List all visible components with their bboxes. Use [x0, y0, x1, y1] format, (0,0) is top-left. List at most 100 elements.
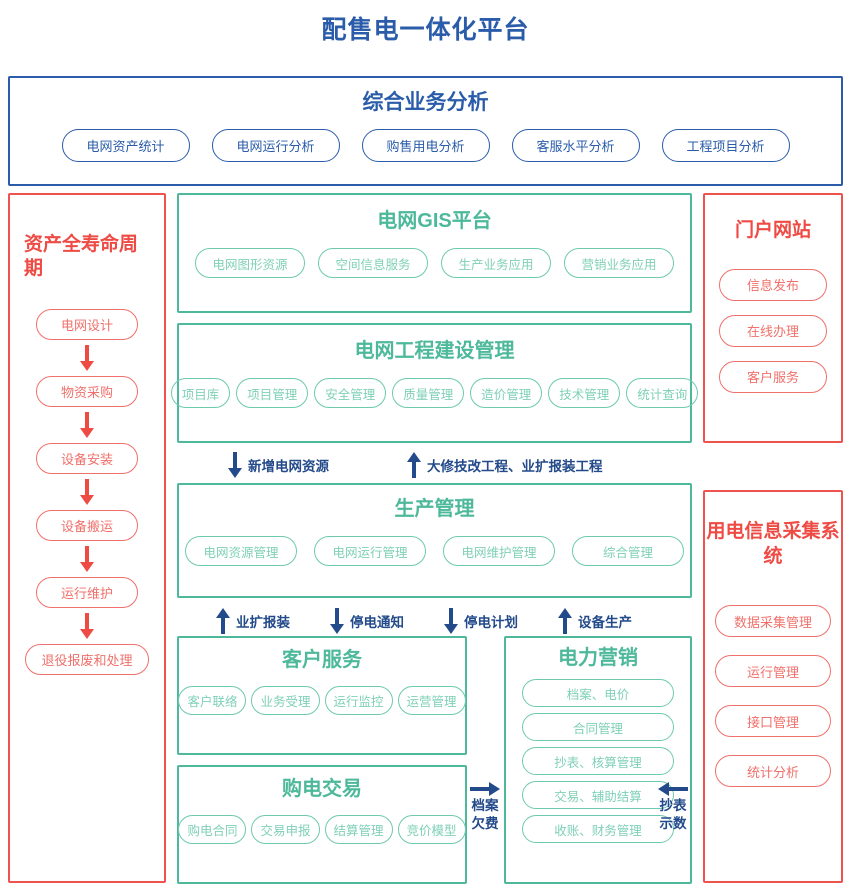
pill-statistical-analysis[interactable]: 统计分析	[715, 755, 831, 788]
pill-project-library[interactable]: 项目库	[170, 378, 231, 408]
panel-items: 电网资产统计 电网运行分析 购售用电分析 客服水平分析 工程项目分析	[10, 129, 841, 163]
panel-title: 客户服务	[282, 649, 362, 671]
pill-grid-graphic-resource[interactable]: 电网图形资源	[195, 248, 305, 278]
flow-outage-plan: 停电计划	[444, 608, 518, 634]
panel-items: 客户联络 业务受理 运行监控 运营管理	[178, 686, 466, 715]
pill-settlement-management[interactable]: 结算管理	[324, 815, 393, 844]
panel-title: 综合业务分析	[362, 91, 489, 114]
pill-customer-contact[interactable]: 客户联络	[178, 686, 247, 715]
panel-title: 电力营销	[558, 647, 638, 669]
pill-trade-declaration[interactable]: 交易申报	[251, 815, 320, 844]
pill-customer-service-analysis[interactable]: 客服水平分析	[511, 129, 640, 163]
arrow-left-icon	[658, 782, 688, 796]
column-title: 用电信息采集系统	[706, 521, 840, 567]
panel-title: 购电交易	[282, 778, 362, 800]
flow-meter-reading: 抄表 示数	[658, 782, 688, 831]
pill-collection-finance-management[interactable]: 收账、财务管理	[522, 815, 674, 843]
pill-comprehensive-management[interactable]: 综合管理	[572, 536, 684, 566]
pill-operation-monitoring[interactable]: 运行监控	[324, 686, 393, 715]
panel-customer-service[interactable]: 客户服务 客户联络 业务受理 运行监控 运营管理	[177, 636, 467, 755]
arrow-down-icon	[80, 545, 94, 572]
flow-outage-notice: 停电通知	[330, 608, 404, 634]
pill-interface-management[interactable]: 接口管理	[715, 705, 831, 738]
pill-power-asset-statistics[interactable]: 电网资产统计	[61, 129, 190, 163]
flow-overhaul-projects: 大修技改工程、业扩报装工程	[407, 452, 603, 478]
panel-title: 电网GIS平台	[377, 210, 492, 232]
arrow-up-icon	[407, 452, 421, 478]
panel-items: 电网资源管理 电网运行管理 电网维护管理 综合管理	[179, 536, 690, 566]
pill-project-analysis[interactable]: 工程项目分析	[661, 129, 790, 163]
pill-spatial-info-service[interactable]: 空间信息服务	[318, 248, 428, 278]
panel-comprehensive-analysis[interactable]: 综合业务分析 电网资产统计 电网运行分析 购售用电分析 客服水平分析 工程项目分…	[8, 76, 843, 186]
pill-customer-service[interactable]: 客户服务	[719, 360, 827, 393]
pill-operations-management[interactable]: 运营管理	[397, 686, 466, 715]
lifecycle-flow: 电网设计 物资采购 设备安装 设备搬运 运行维护 退役报废和处理	[10, 308, 164, 675]
pill-operation-maintenance[interactable]: 运行维护	[36, 576, 138, 608]
column-items: 信息发布 在线办理 客户服务	[705, 268, 841, 393]
pill-contract-management[interactable]: 合同管理	[522, 713, 674, 741]
pill-purchase-sale-analysis[interactable]: 购售用电分析	[361, 129, 490, 163]
column-items: 数据采集管理 运行管理 接口管理 统计分析	[705, 605, 841, 788]
pill-archive-tariff[interactable]: 档案、电价	[522, 679, 674, 707]
column-asset-lifecycle[interactable]: 资产全寿命周期 电网设计 物资采购 设备安装 设备搬运 运行维护 退役报废和处理	[8, 193, 166, 883]
flow-new-grid-resource: 新增电网资源	[228, 452, 329, 478]
panel-items: 电网图形资源 空间信息服务 生产业务应用 营销业务应用	[179, 248, 690, 278]
column-power-consumption-collection[interactable]: 用电信息采集系统 数据采集管理 运行管理 接口管理 统计分析	[703, 490, 843, 883]
pill-trade-auxiliary-settlement[interactable]: 交易、辅助结算	[522, 781, 674, 809]
arrow-down-icon	[330, 608, 344, 634]
pill-online-handling[interactable]: 在线办理	[719, 314, 827, 347]
pill-grid-design[interactable]: 电网设计	[36, 308, 138, 340]
arrow-up-icon	[558, 608, 572, 634]
pill-project-management[interactable]: 项目管理	[236, 378, 309, 408]
panel-grid-gis-platform[interactable]: 电网GIS平台 电网图形资源 空间信息服务 生产业务应用 营销业务应用	[177, 193, 692, 313]
arrow-down-icon	[80, 478, 94, 505]
flow-business-expansion: 业扩报装	[216, 608, 290, 634]
arrow-down-icon	[228, 452, 242, 478]
arrow-down-icon	[80, 344, 94, 371]
panel-production-management[interactable]: 生产管理 电网资源管理 电网运行管理 电网维护管理 综合管理	[177, 483, 692, 598]
panel-grid-engineering-construction[interactable]: 电网工程建设管理 项目库 项目管理 安全管理 质量管理 造价管理 技术管理 统计…	[170, 323, 699, 443]
pill-grid-maintenance-management[interactable]: 电网维护管理	[443, 536, 555, 566]
pill-technical-management[interactable]: 技术管理	[548, 378, 621, 408]
column-portal-website[interactable]: 门户网站 信息发布 在线办理 客户服务	[703, 193, 843, 443]
column-title: 资产全寿命周期	[24, 234, 139, 279]
panel-items: 购电合同 交易申报 结算管理 竞价模型	[178, 815, 466, 844]
pill-data-collection-management[interactable]: 数据采集管理	[715, 605, 831, 638]
panel-title: 电网工程建设管理	[354, 340, 515, 362]
flow-label-line1: 抄表	[659, 798, 687, 813]
panel-title: 生产管理	[394, 498, 475, 520]
arrow-down-icon	[444, 608, 458, 634]
flow-archive-arrears: 档案 欠费	[470, 782, 500, 831]
flow-label-line2: 欠费	[471, 815, 499, 831]
pill-statistics-query[interactable]: 统计查询	[626, 378, 699, 408]
flow-label-text: 停电计划	[464, 615, 518, 630]
page-title: 配售电一体化平台	[321, 16, 530, 44]
pill-safety-management[interactable]: 安全管理	[314, 378, 387, 408]
pill-bidding-model[interactable]: 竞价模型	[397, 815, 466, 844]
pill-grid-operation-management[interactable]: 电网运行管理	[314, 536, 426, 566]
pill-operation-management[interactable]: 运行管理	[715, 655, 831, 688]
column-title: 门户网站	[734, 220, 811, 241]
pill-equipment-installation[interactable]: 设备安装	[36, 442, 138, 474]
pill-meter-accounting-management[interactable]: 抄表、核算管理	[522, 747, 674, 775]
pill-marketing-business-app[interactable]: 营销业务应用	[564, 248, 674, 278]
flow-label-line1: 档案	[471, 798, 499, 813]
pill-grid-operation-analysis[interactable]: 电网运行分析	[211, 129, 340, 163]
panel-power-marketing[interactable]: 电力营销 档案、电价 合同管理 抄表、核算管理 交易、辅助结算 收账、财务管理	[504, 636, 692, 884]
pill-cost-management[interactable]: 造价管理	[470, 378, 543, 408]
pill-quality-management[interactable]: 质量管理	[392, 378, 465, 408]
pill-decommission-disposal[interactable]: 退役报废和处理	[25, 643, 149, 675]
arrow-down-icon	[80, 411, 94, 438]
flow-label-text: 业扩报装	[236, 615, 290, 630]
pill-equipment-transport[interactable]: 设备搬运	[36, 509, 138, 541]
panel-power-purchase-trading[interactable]: 购电交易 购电合同 交易申报 结算管理 竞价模型	[177, 765, 467, 884]
pill-grid-resource-management[interactable]: 电网资源管理	[185, 536, 297, 566]
pill-production-business-app[interactable]: 生产业务应用	[441, 248, 551, 278]
flow-equipment-production: 设备生产	[558, 608, 632, 634]
pill-business-acceptance[interactable]: 业务受理	[251, 686, 320, 715]
pill-information-release[interactable]: 信息发布	[719, 268, 827, 301]
flow-label-text: 停电通知	[350, 615, 404, 630]
pill-material-procurement[interactable]: 物资采购	[36, 375, 138, 407]
pill-purchase-contract[interactable]: 购电合同	[178, 815, 247, 844]
